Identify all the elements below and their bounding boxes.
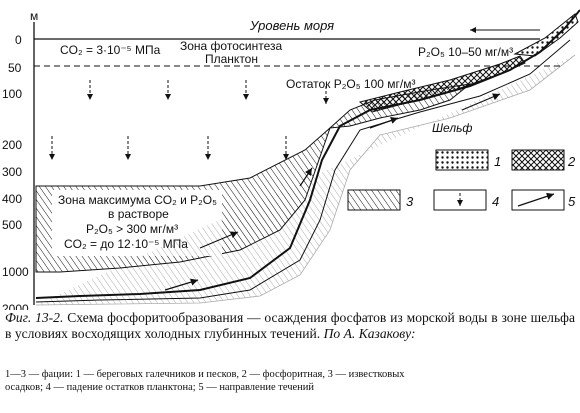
legend-item-2: 2 <box>511 149 576 171</box>
plankton-fall-arrows <box>49 80 329 160</box>
tick-0: 0 <box>15 33 22 47</box>
svg-text:5: 5 <box>568 194 576 209</box>
figure-caption: Фиг. 13-2. Схема фосфоритообразования — … <box>5 310 575 342</box>
axis-unit: м <box>30 9 38 23</box>
p2o5-residue-label: Остаток P₂O₅ 100 мг/м³ <box>286 77 415 91</box>
tick-50: 50 <box>8 61 22 75</box>
max-zone-line-4: CO₂ = до 12·10⁻⁵ МПа <box>64 237 188 251</box>
plankton-label: Планктон <box>205 52 258 66</box>
max-zone-line-3: P₂O₅ > 300 мг/м³ <box>86 222 178 236</box>
tick-100: 100 <box>2 87 22 101</box>
legend-item-3: 3 <box>347 189 414 211</box>
p2o5-shelf-label: P₂O₅ 10–50 мг/м³ <box>418 45 513 59</box>
legend-line-1: 1—3 — фации: 1 — береговых галечников и … <box>5 369 405 380</box>
legend-item-1: 1 <box>435 149 501 171</box>
max-zone-line-1: Зона максимума CO₂ и P₂O₅ <box>58 193 217 207</box>
sea-level-line: Уровень моря <box>34 18 540 40</box>
bedrock <box>35 54 576 306</box>
tick-2000: 2000 <box>2 302 29 310</box>
legend-line-2: осадков; 4 — падение остатков планктона;… <box>5 382 315 393</box>
caption-source: По А. Казакову: <box>323 326 416 341</box>
svg-text:4: 4 <box>492 194 499 209</box>
photosynthesis-zone-label: Зона фотосинтеза <box>180 39 282 53</box>
tick-1000: 1000 <box>2 265 29 279</box>
max-zone-line-2: в растворе <box>108 207 169 221</box>
tick-400: 400 <box>2 192 22 206</box>
svg-text:2: 2 <box>567 154 576 169</box>
legend-description: 1—3 — фации: 1 — береговых галечников и … <box>5 368 575 394</box>
depth-axis: м 0 50 100 200 300 400 500 1000 2000 <box>2 9 38 310</box>
current-arrows <box>164 93 501 291</box>
caption-text: Схема фосфоритообразования — осаждения ф… <box>5 310 575 341</box>
pebble-facies <box>513 13 579 57</box>
shelf-label: Шельф <box>432 121 472 135</box>
phosphorite-diagram: м 0 50 100 200 300 400 500 1000 2000 Уро… <box>2 9 580 310</box>
figure-number: Фиг. 13-2. <box>5 310 64 325</box>
legend-item-5: 5 <box>511 189 576 211</box>
sea-level-label: Уровень моря <box>249 18 334 33</box>
legend-item-4: 4 <box>433 189 499 211</box>
tick-500: 500 <box>2 218 22 232</box>
legend: 1 2 3 4 5 <box>347 149 576 211</box>
tick-300: 300 <box>2 165 22 179</box>
svg-text:1: 1 <box>494 154 501 169</box>
tick-200: 200 <box>2 138 22 152</box>
co2-surface-label: CO₂ = 3·10⁻⁵ МПа <box>60 43 161 57</box>
svg-text:3: 3 <box>406 194 414 209</box>
